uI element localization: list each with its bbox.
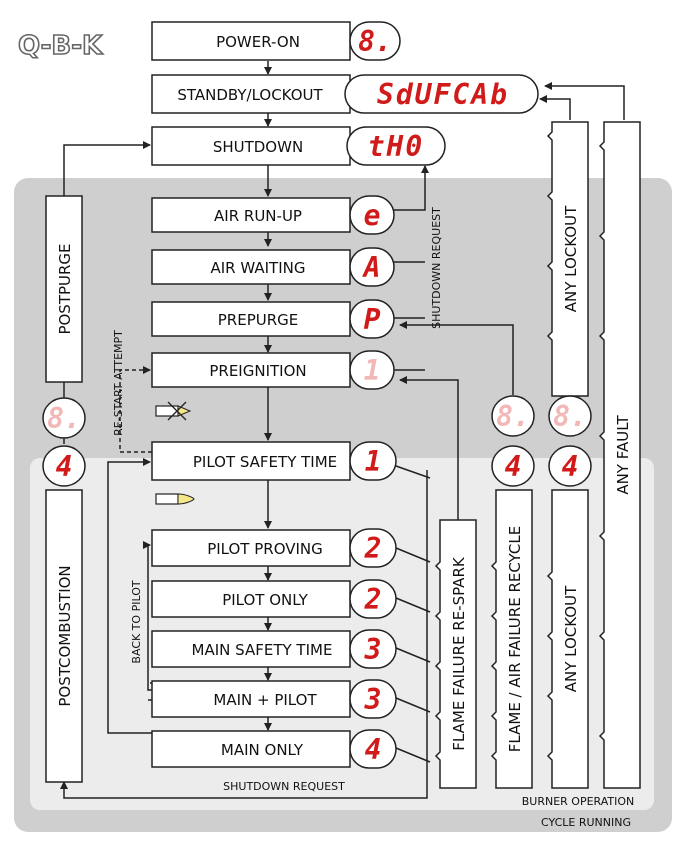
state-label: PILOT ONLY [222, 591, 308, 609]
state-label: MAIN + PILOT [213, 691, 317, 709]
lockout-code-bottom: 4 [562, 450, 579, 483]
postpurge-code: 8. [47, 402, 81, 435]
seven-segment-code: 1 [365, 445, 382, 478]
state-pilot-only: PILOT ONLY 2 [151, 579, 397, 619]
flame-air-failure-recycle-column: 8. 4 FLAME / AIR FAILURE RECYCLE [490, 395, 535, 789]
state-standby-lockout: STANDBY/LOCKOUT SdUFCAb [151, 74, 539, 114]
lockout-code-top: 8. [553, 400, 587, 433]
state-preignition: PREIGNITION 1 [151, 350, 395, 390]
postcombustion-label: POSTCOMBUSTION [56, 565, 74, 706]
postpurge-column: POSTPURGE 8. [42, 195, 86, 439]
state-pilot-proving: PILOT PROVING 2 [151, 528, 397, 568]
state-label: SHUTDOWN [213, 138, 303, 156]
any-lockout-lower-label: ANY LOCKOUT [562, 585, 580, 692]
state-air-run-up: AIR RUN-UP e [151, 195, 395, 235]
state-air-waiting: AIR WAITING A [151, 247, 395, 287]
state-main-safety-time: MAIN SAFETY TIME 3 [151, 629, 397, 669]
state-label: AIR RUN-UP [214, 207, 302, 225]
state-main-pilot: MAIN + PILOT 3 [151, 679, 397, 719]
state-label: PREPURGE [218, 311, 299, 329]
seven-segment-code: P [364, 303, 381, 336]
flame-failure-respark-column: FLAME FAILURE RE-SPARK [434, 519, 477, 789]
state-label: AIR WAITING [210, 259, 305, 277]
state-label: STANDBY/LOCKOUT [177, 86, 323, 104]
seven-segment-code: 2 [364, 583, 382, 616]
state-pilot-safety-time: PILOT SAFETY TIME 1 [151, 441, 397, 481]
qbk-logo: Q-B-K [18, 31, 103, 61]
seven-segment-code: 2 [364, 532, 382, 565]
state-label: PILOT SAFETY TIME [193, 453, 337, 471]
seven-segment-code: tH0 [368, 130, 425, 163]
seven-segment-code: 1 [364, 354, 381, 387]
seven-segment-code: 8. [358, 25, 392, 58]
any-fault-label: ANY FAULT [614, 414, 632, 494]
seven-segment-code: e [364, 199, 381, 232]
state-main-only: MAIN ONLY 4 [151, 729, 397, 769]
postcombustion-column: 4 POSTCOMBUSTION [42, 445, 86, 783]
state-label: PILOT PROVING [207, 540, 323, 558]
back-to-pilot-label: BACK TO PILOT [130, 580, 143, 663]
recycle-code-bottom: 4 [505, 450, 522, 483]
state-prepurge: PREPURGE P [151, 299, 395, 339]
shutdown-request-vertical-label: SHUTDOWN REQUEST [430, 207, 443, 329]
burner-operation-label: BURNER OPERATION [522, 795, 635, 808]
state-label: MAIN ONLY [221, 741, 304, 759]
seven-segment-code: SdUFCAb [377, 78, 509, 111]
state-label: MAIN SAFETY TIME [192, 641, 333, 659]
cycle-running-label: CYCLE RUNNING [541, 816, 631, 829]
seven-segment-code: 4 [365, 733, 382, 766]
postcombustion-code: 4 [56, 450, 73, 483]
flame-air-failure-recycle-label: FLAME / AIR FAILURE RECYCLE [506, 526, 524, 752]
seven-segment-code: A [362, 251, 381, 284]
spark-off-icon [155, 401, 192, 421]
recycle-code-top: 8. [496, 400, 530, 433]
restart-attempt-label: RE-START ATTEMPT [112, 330, 125, 436]
pilot-flame-icon [155, 493, 195, 505]
flow-connectors [60, 61, 625, 799]
shutdown-request-bottom-label: SHUTDOWN REQUEST [223, 780, 345, 793]
state-label: POWER-ON [216, 33, 300, 51]
flame-failure-respark-label: FLAME FAILURE RE-SPARK [450, 556, 468, 751]
any-lockout-upper-label: ANY LOCKOUT [562, 205, 580, 312]
state-power-on: POWER-ON 8. [151, 21, 401, 61]
any-lockout-column: ANY LOCKOUT 8. 4 ANY LOCKOUT [546, 121, 592, 789]
any-fault-column: ANY FAULT [598, 121, 641, 789]
postpurge-label: POSTPURGE [56, 243, 74, 334]
state-shutdown: SHUTDOWN tH0 [151, 126, 446, 166]
seven-segment-code: 3 [364, 633, 382, 666]
seven-segment-code: 3 [364, 683, 382, 716]
state-label: PREIGNITION [209, 362, 306, 380]
